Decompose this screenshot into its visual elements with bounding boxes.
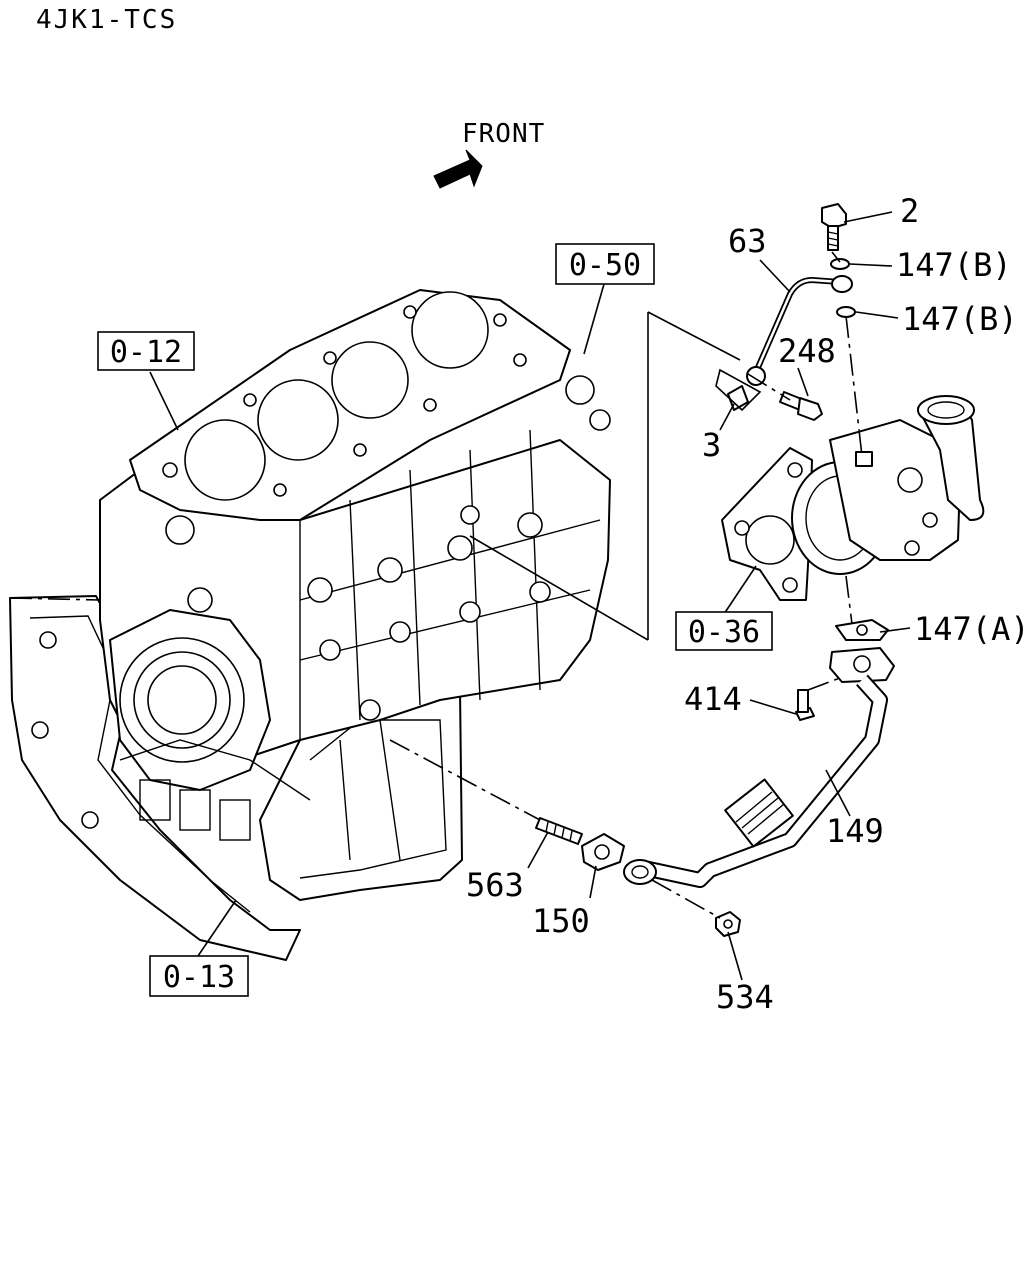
callout-414: 414 — [684, 680, 742, 718]
nut-534 — [715, 911, 741, 937]
front-arrow-icon — [433, 149, 483, 189]
engine-block — [9, 289, 611, 961]
svg-text:0-50: 0-50 — [569, 248, 641, 283]
callout-3: 3 — [702, 426, 721, 464]
bolt-2 — [821, 203, 847, 251]
callout-248: 248 — [778, 332, 836, 370]
washer-147b-lower — [836, 306, 856, 318]
svg-text:0-12: 0-12 — [110, 335, 182, 370]
callout-147b-lower: 147(B) — [902, 300, 1018, 338]
bolt-414 — [795, 689, 815, 721]
svg-text:0-13: 0-13 — [163, 960, 235, 995]
gasket-150 — [581, 833, 625, 871]
front-label: FRONT — [462, 119, 545, 149]
assembly-lines — [9, 211, 911, 981]
model-code: 4JK1-TCS — [36, 5, 177, 35]
callout-150: 150 — [532, 902, 590, 940]
svg-text:0-36: 0-36 — [688, 615, 760, 650]
oil-feed-pipe — [727, 275, 853, 411]
ref-box-0-13: 0-13 — [149, 955, 249, 997]
ref-box-0-50: 0-50 — [555, 243, 655, 285]
callout-147a: 147(A) — [914, 610, 1024, 648]
ref-box-0-12: 0-12 — [97, 331, 195, 371]
callout-63: 63 — [728, 222, 767, 260]
oil-return-pipe — [623, 647, 895, 888]
callout-149: 149 — [826, 812, 884, 850]
stud-563 — [535, 817, 583, 845]
pipe-bellows — [724, 778, 794, 848]
callout-147b-upper: 147(B) — [896, 246, 1012, 284]
callout-2: 2 — [900, 192, 919, 230]
gasket-147a — [835, 619, 889, 641]
callout-534: 534 — [716, 978, 774, 1016]
washer-147b-upper — [830, 258, 850, 270]
ref-box-0-36: 0-36 — [675, 611, 773, 651]
callout-563: 563 — [466, 866, 524, 904]
bolt-248 — [779, 391, 823, 421]
turbocharger — [721, 395, 985, 601]
